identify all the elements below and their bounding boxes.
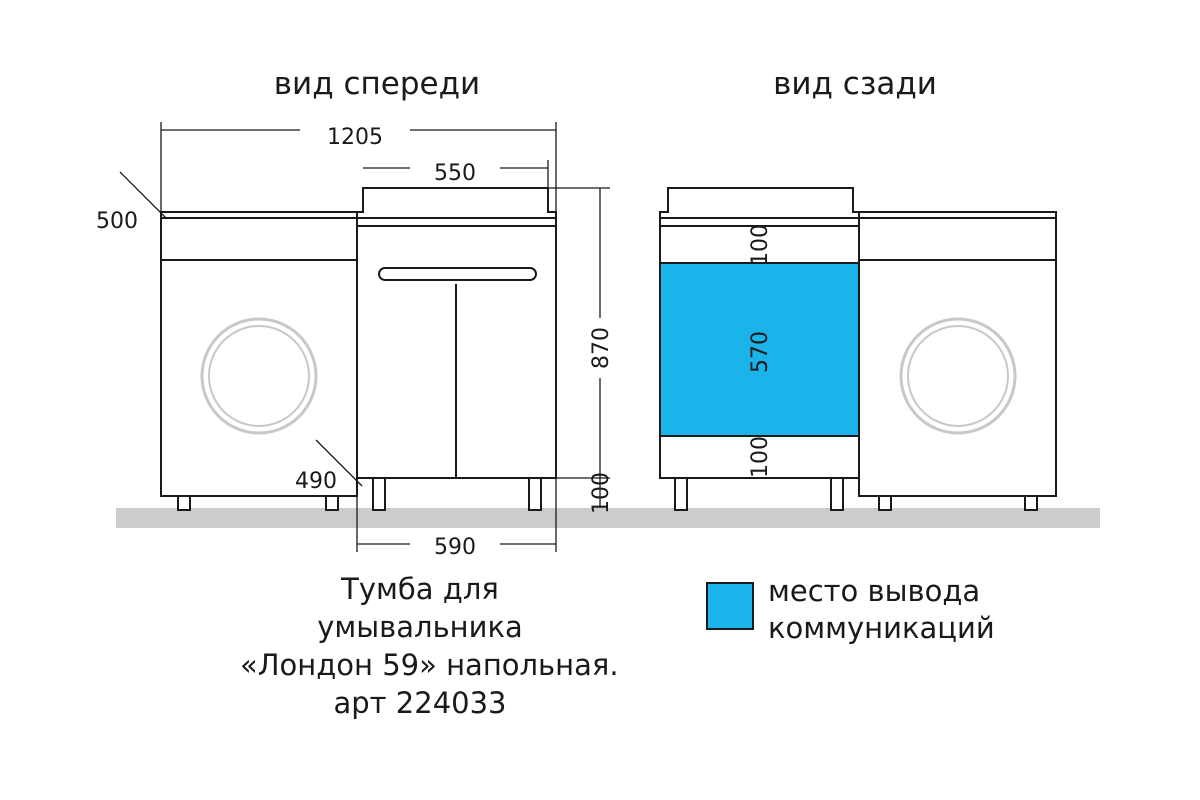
front-cabinet-leg-right [528, 477, 542, 511]
legend-line-1: место вывода [768, 574, 981, 608]
back-cabinet-leg-right [830, 477, 844, 511]
front-washing-machine [160, 217, 358, 497]
dim-total-width: 1205 [327, 125, 383, 150]
back-machine-foot-right [1024, 495, 1038, 511]
back-cabinet-leg-left [674, 477, 688, 511]
caption-line-4: арт 224033 [333, 686, 507, 720]
caption-line-3: «Лондон 59» напольная. [240, 648, 619, 682]
back-communications-opening [659, 262, 860, 437]
front-dimensions [119, 122, 610, 552]
front-view [160, 187, 557, 511]
floor [116, 508, 1100, 528]
dim-back-top-zone: 100 [748, 224, 773, 266]
dim-height: 870 [589, 327, 614, 369]
dim-back-bottom-zone: 100 [748, 436, 773, 478]
legend-swatch [706, 582, 754, 630]
legend-line-2: коммуникаций [768, 611, 995, 645]
dim-leg-height: 100 [589, 472, 614, 514]
front-machine-drum-outer [200, 317, 318, 435]
back-machine-drum-outer [899, 317, 1017, 435]
front-sink-basin [356, 187, 557, 219]
caption-line-1: Тумба для [341, 572, 499, 606]
dim-cabinet-depth: 490 [295, 469, 337, 494]
front-view-title: вид спереди [274, 66, 480, 102]
caption-line-2: умывальника [317, 610, 523, 644]
dim-machine-depth: 500 [96, 209, 138, 234]
legend-text: место вывода коммуникаций [768, 573, 995, 647]
front-machine-foot-right [325, 495, 339, 511]
front-machine-drum-inner [208, 325, 310, 427]
front-cabinet-leg-left [372, 477, 386, 511]
back-machine-drum-inner [907, 325, 1009, 427]
back-view-title: вид сзади [773, 66, 937, 102]
product-caption: Тумба для умывальника «Лондон 59» наполь… [240, 570, 619, 722]
back-view [659, 187, 1057, 511]
front-cabinet-handle [378, 267, 537, 281]
dim-back-opening: 570 [748, 331, 773, 373]
dim-cabinet-width: 590 [434, 535, 476, 560]
dim-sink-width: 550 [434, 161, 476, 186]
back-washing-machine [858, 217, 1057, 497]
front-machine-foot-left [177, 495, 191, 511]
back-machine-foot-left [878, 495, 892, 511]
back-sink-basin [659, 187, 860, 219]
